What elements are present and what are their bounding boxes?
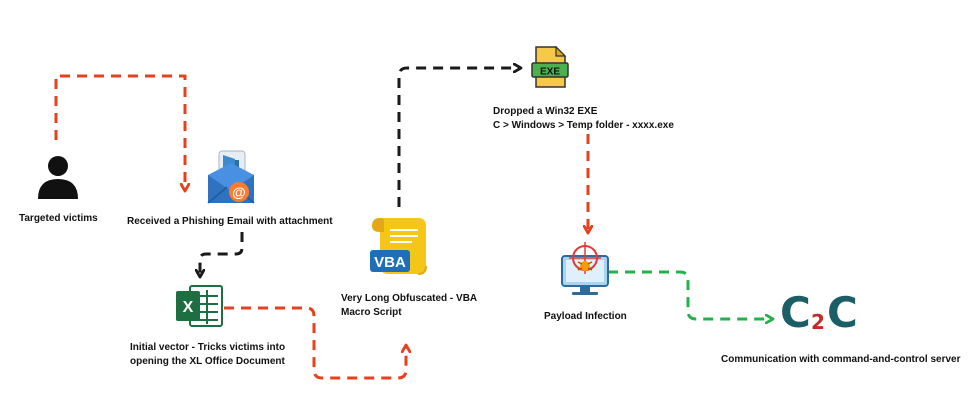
phishing-email-icon: @ [207, 150, 255, 204]
person-icon [38, 156, 78, 199]
email-label: Received a Phishing Email with attachmen… [127, 216, 333, 227]
exe-icon-text: EXE [540, 67, 560, 78]
exe-file-icon: EXE [531, 46, 569, 88]
excel-label: Initial vector - Tricks victims into ope… [130, 341, 285, 369]
arrow-vba-to-exe [397, 68, 520, 207]
exe-label-line2: C > Windows > Temp folder - xxxx.exe [493, 120, 674, 131]
excel-icon: X [176, 285, 223, 327]
vba-label: Very Long Obfuscated - VBA Macro Script [341, 292, 477, 320]
exe-label: Dropped a Win32 EXE C > Windows > Temp f… [493, 105, 674, 133]
excel-icon-letter: X [183, 299, 194, 316]
vba-label-line1: Very Long Obfuscated - VBA [341, 293, 478, 304]
vba-icon-text: VBA [374, 254, 406, 271]
victims-label: Targeted victims [19, 213, 98, 224]
c2c-logo-icon: C 2 C [780, 288, 858, 337]
c2-label: Communication with command-and-control s… [721, 354, 961, 365]
svg-text:@: @ [232, 184, 246, 200]
payload-label: Payload Infection [544, 311, 627, 322]
infected-computer-icon [561, 242, 609, 295]
arrow-payload-to-c2 [608, 270, 772, 319]
excel-label-line1: Initial vector - Tricks victims into [130, 342, 286, 353]
vba-label-line2: Macro Script [341, 307, 402, 318]
c2c-letter-c-left: C [780, 288, 811, 337]
c2c-digit-2: 2 [811, 310, 825, 334]
c2c-letter-c-right: C [827, 288, 858, 337]
arrow-excel-to-vba [224, 306, 406, 380]
excel-label-line2: opening the XL Office Document [130, 356, 285, 367]
exe-label-line1: Dropped a Win32 EXE [493, 106, 598, 117]
arrow-email-to-excel [200, 232, 244, 276]
arrow-victims-to-email [54, 74, 185, 190]
vba-scroll-icon: VBA [370, 218, 427, 275]
